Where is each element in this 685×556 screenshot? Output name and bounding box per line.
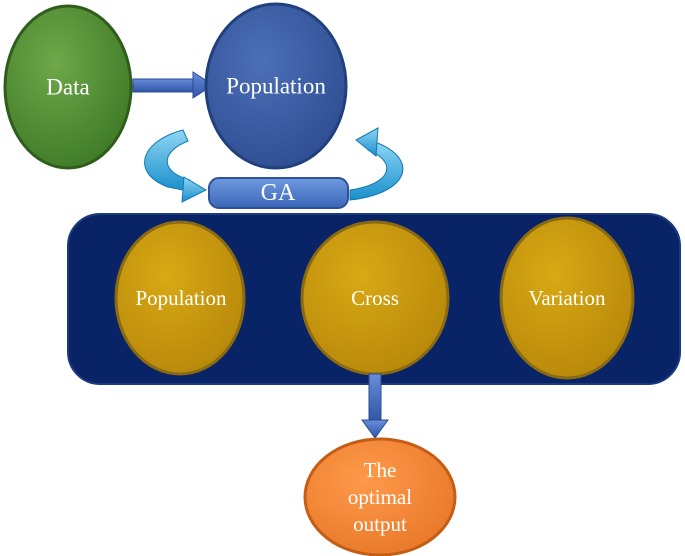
node-variation-label: Variation: [529, 286, 606, 310]
node-output-line-1: The: [364, 458, 397, 482]
node-cross: Cross: [300, 220, 450, 376]
node-output-line-3: output: [353, 512, 407, 536]
node-population-stage: Population: [114, 220, 246, 376]
node-population-stage-label: Population: [135, 286, 227, 310]
cycle-arrow-right: [349, 127, 404, 201]
arrow-data-to-population: [132, 71, 214, 99]
node-population-top: Population: [204, 2, 348, 170]
node-population-top-label: Population: [226, 74, 326, 99]
arrow-cross-to-output: [361, 373, 389, 439]
node-output-line-2: optimal: [348, 485, 412, 509]
node-variation: Variation: [499, 216, 635, 380]
node-ga-label: GA: [261, 180, 296, 206]
cycle-arrow-left: [144, 129, 208, 203]
node-output: The optimal output: [303, 437, 457, 556]
node-data: Data: [3, 4, 133, 170]
node-data-label: Data: [46, 75, 89, 100]
node-cross-label: Cross: [351, 286, 399, 310]
node-ga: GA: [208, 177, 349, 209]
